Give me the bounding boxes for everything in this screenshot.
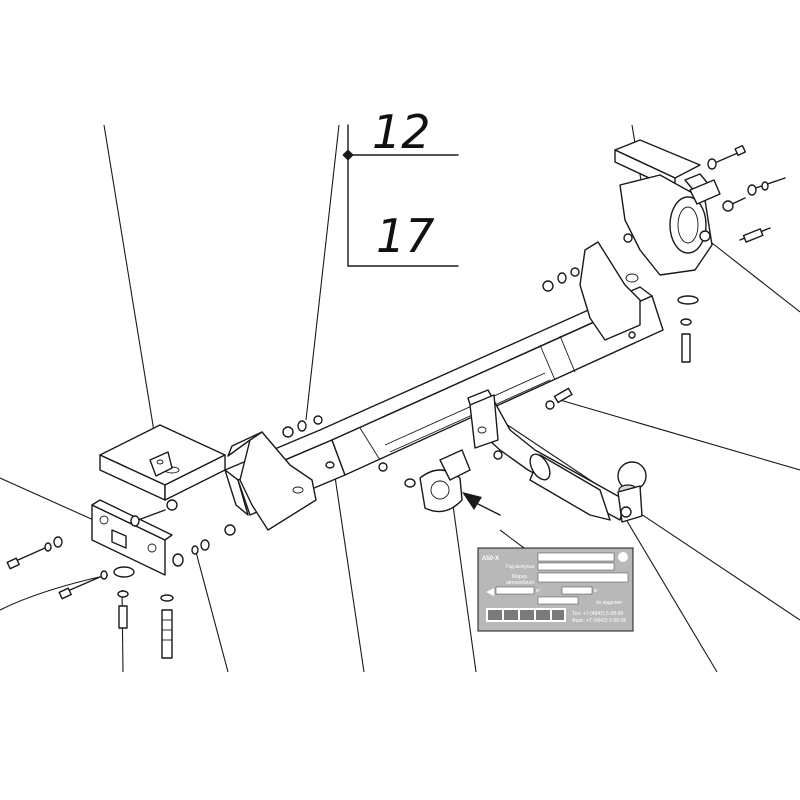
callout-number-lower: 17 <box>376 209 435 263</box>
plate-row-make: Марка <box>512 574 527 580</box>
plate-model: A50-X <box>482 556 499 562</box>
right-mounting-plate <box>579 241 641 341</box>
bolt-left-lower <box>58 570 108 600</box>
callout-box: 12 17 <box>342 105 459 267</box>
bosal-logo <box>486 608 566 622</box>
fasteners <box>6 144 786 659</box>
plate-row-year: Год выпуска <box>506 564 535 570</box>
socket-plate <box>419 449 471 513</box>
bolts-tow-ball <box>493 387 573 460</box>
center-mounting-plate <box>227 431 317 531</box>
bolt-left-upper <box>6 536 63 570</box>
bolt-vertical-1 <box>113 566 135 629</box>
plate-phone-2: Факс: +7 (4942) 5-58-06 <box>572 618 626 624</box>
socket-arrow <box>462 492 501 516</box>
bolts-right-upper <box>699 144 786 243</box>
plate-row-car: автомобиля <box>506 580 534 586</box>
identification-plate: A50-X Год выпуска Марка автомобиля кг кг… <box>477 547 634 632</box>
nuts-upper-center <box>282 415 416 488</box>
bolt-left-plate <box>129 499 236 567</box>
nuts-right <box>542 233 699 363</box>
leader-lines <box>0 124 800 673</box>
plate-row-kg-2: кг <box>594 588 598 594</box>
bolt-vertical-2 <box>160 594 174 659</box>
right-upper-bracket <box>614 139 721 276</box>
plate-row-serial: № изделия <box>596 600 622 606</box>
left-mounting-bracket <box>99 424 226 501</box>
callout-number-upper: 12 <box>372 105 431 159</box>
plate-phone-1: Тел: +7 (4942) 5-58-00 <box>572 611 623 617</box>
tow-ball-assembly <box>467 389 647 523</box>
plate-row-kg-1: кг <box>536 588 540 594</box>
